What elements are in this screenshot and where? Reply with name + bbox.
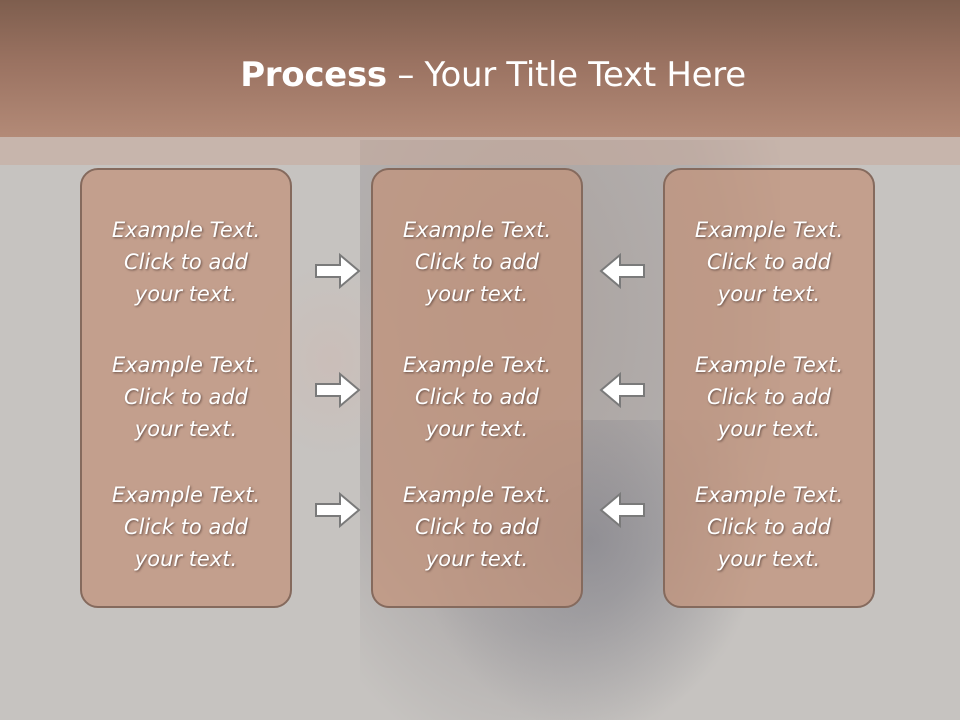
text-placeholder[interactable]: Example Text. Click to add your text. [373, 479, 581, 575]
text-placeholder[interactable]: Example Text. Click to add your text. [373, 349, 581, 445]
text-placeholder[interactable]: Example Text. Click to add your text. [82, 214, 290, 310]
text-line: Example Text. [402, 353, 552, 377]
text-line: your text. [425, 417, 529, 441]
text-line: Click to add [414, 385, 539, 409]
text-placeholder[interactable]: Example Text. Click to add your text. [665, 349, 873, 445]
text-box-left[interactable]: Example Text. Click to add your text. Ex… [80, 168, 292, 608]
arrow-right-icon [315, 491, 361, 529]
text-placeholder[interactable]: Example Text. Click to add your text. [665, 214, 873, 310]
text-line: Example Text. [402, 218, 552, 242]
text-line: Example Text. [111, 483, 261, 507]
text-line: your text. [717, 417, 821, 441]
text-placeholder[interactable]: Example Text. Click to add your text. [373, 214, 581, 310]
text-box-center[interactable]: Example Text. Click to add your text. Ex… [371, 168, 583, 608]
text-line: Example Text. [111, 353, 261, 377]
text-line: Example Text. [402, 483, 552, 507]
text-line: your text. [717, 282, 821, 306]
text-line: Click to add [706, 515, 831, 539]
title-bold: Process [240, 55, 387, 95]
arrow-right-icon [315, 252, 361, 290]
text-placeholder[interactable]: Example Text. Click to add your text. [665, 479, 873, 575]
text-line: your text. [134, 547, 238, 571]
text-line: your text. [134, 282, 238, 306]
text-line: Click to add [706, 250, 831, 274]
text-line: your text. [425, 547, 529, 571]
text-line: Click to add [123, 515, 248, 539]
text-line: Example Text. [694, 483, 844, 507]
arrow-left-icon [599, 371, 645, 409]
text-line: your text. [425, 282, 529, 306]
text-line: your text. [134, 417, 238, 441]
arrow-left-icon [599, 252, 645, 290]
header-band [0, 0, 960, 137]
text-line: Example Text. [694, 218, 844, 242]
text-line: Click to add [414, 515, 539, 539]
arrow-right-icon [315, 371, 361, 409]
text-line: Click to add [123, 385, 248, 409]
text-box-right[interactable]: Example Text. Click to add your text. Ex… [663, 168, 875, 608]
text-line: Click to add [123, 250, 248, 274]
text-placeholder[interactable]: Example Text. Click to add your text. [82, 349, 290, 445]
header-strip [0, 137, 960, 165]
arrow-left-icon [599, 491, 645, 529]
text-line: your text. [717, 547, 821, 571]
text-line: Example Text. [694, 353, 844, 377]
text-placeholder[interactable]: Example Text. Click to add your text. [82, 479, 290, 575]
text-line: Click to add [706, 385, 831, 409]
text-line: Example Text. [111, 218, 261, 242]
title-rest: – Your Title Text Here [386, 55, 746, 95]
text-line: Click to add [414, 250, 539, 274]
slide-title[interactable]: Process – Your Title Text Here [0, 50, 960, 100]
